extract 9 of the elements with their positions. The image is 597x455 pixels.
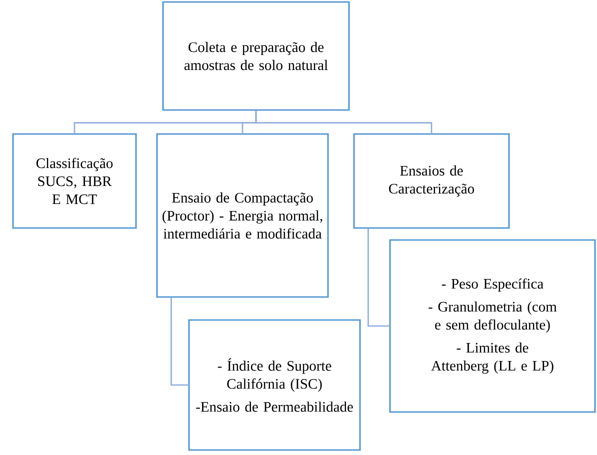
process-box: - Peso Específica - Granulometria (com e sem defloculante) - Limites de Attenberg (LL e LP) bbox=[389, 239, 596, 413]
connector-line bbox=[170, 298, 188, 386]
connector-line bbox=[368, 228, 390, 327]
connector-line bbox=[255, 110, 432, 134]
process-box: Classificação SUCS, HBR E MCT bbox=[12, 133, 137, 229]
process-box: Ensaios de Caracterização bbox=[353, 133, 510, 229]
process-box: Ensaio de Compactação (Proctor) - Energia normal, intermediária e modificada bbox=[156, 133, 329, 298]
process-box: - Índice de Suporte Califórnia (ISC) -Ensaio de Permeabilidade bbox=[188, 319, 361, 451]
process-box: Coleta e preparação de amostras de solo natural bbox=[162, 1, 350, 111]
